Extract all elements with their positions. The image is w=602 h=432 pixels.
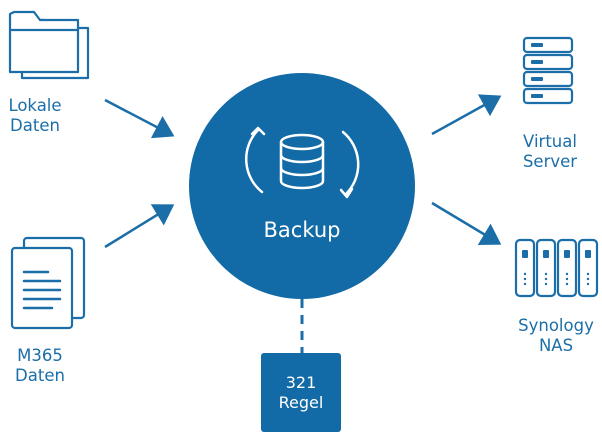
target-label-nas-line-1: Synology bbox=[518, 316, 594, 335]
source-label-m365-line-2: Daten bbox=[15, 366, 65, 385]
arrow-local-to-backup bbox=[104, 98, 175, 139]
documents-icon bbox=[10, 236, 86, 330]
database-sync-icon bbox=[244, 126, 360, 199]
source-label-m365: M365 Daten bbox=[0, 346, 80, 386]
backup-label: Backup bbox=[263, 218, 341, 242]
rule-box-line-1: 321 bbox=[285, 372, 317, 392]
target-label-nas: Synology NAS bbox=[510, 316, 602, 356]
arrow-backup-to-virtual bbox=[431, 94, 502, 136]
arrow-m365-to-backup bbox=[104, 204, 175, 249]
target-label-virtual-line-1: Virtual bbox=[523, 132, 577, 151]
target-label-nas-line-2: NAS bbox=[538, 336, 574, 355]
source-label-local-line-2: Daten bbox=[10, 116, 60, 135]
backup-circle bbox=[189, 73, 415, 299]
target-label-virtual: Virtual Server bbox=[516, 132, 584, 172]
target-label-virtual-line-2: Server bbox=[522, 152, 578, 171]
arrow-backup-to-nas bbox=[431, 201, 502, 246]
nas-device-icon bbox=[514, 238, 599, 298]
source-label-local: Lokale Daten bbox=[0, 96, 70, 136]
rule-box: 321 Regel bbox=[261, 353, 341, 432]
folder-icon bbox=[8, 10, 90, 80]
source-label-local-line-1: Lokale bbox=[8, 96, 62, 115]
rule-box-line-2: Regel bbox=[278, 392, 324, 412]
source-label-m365-line-1: M365 bbox=[17, 346, 63, 365]
server-rack-icon bbox=[522, 36, 574, 105]
